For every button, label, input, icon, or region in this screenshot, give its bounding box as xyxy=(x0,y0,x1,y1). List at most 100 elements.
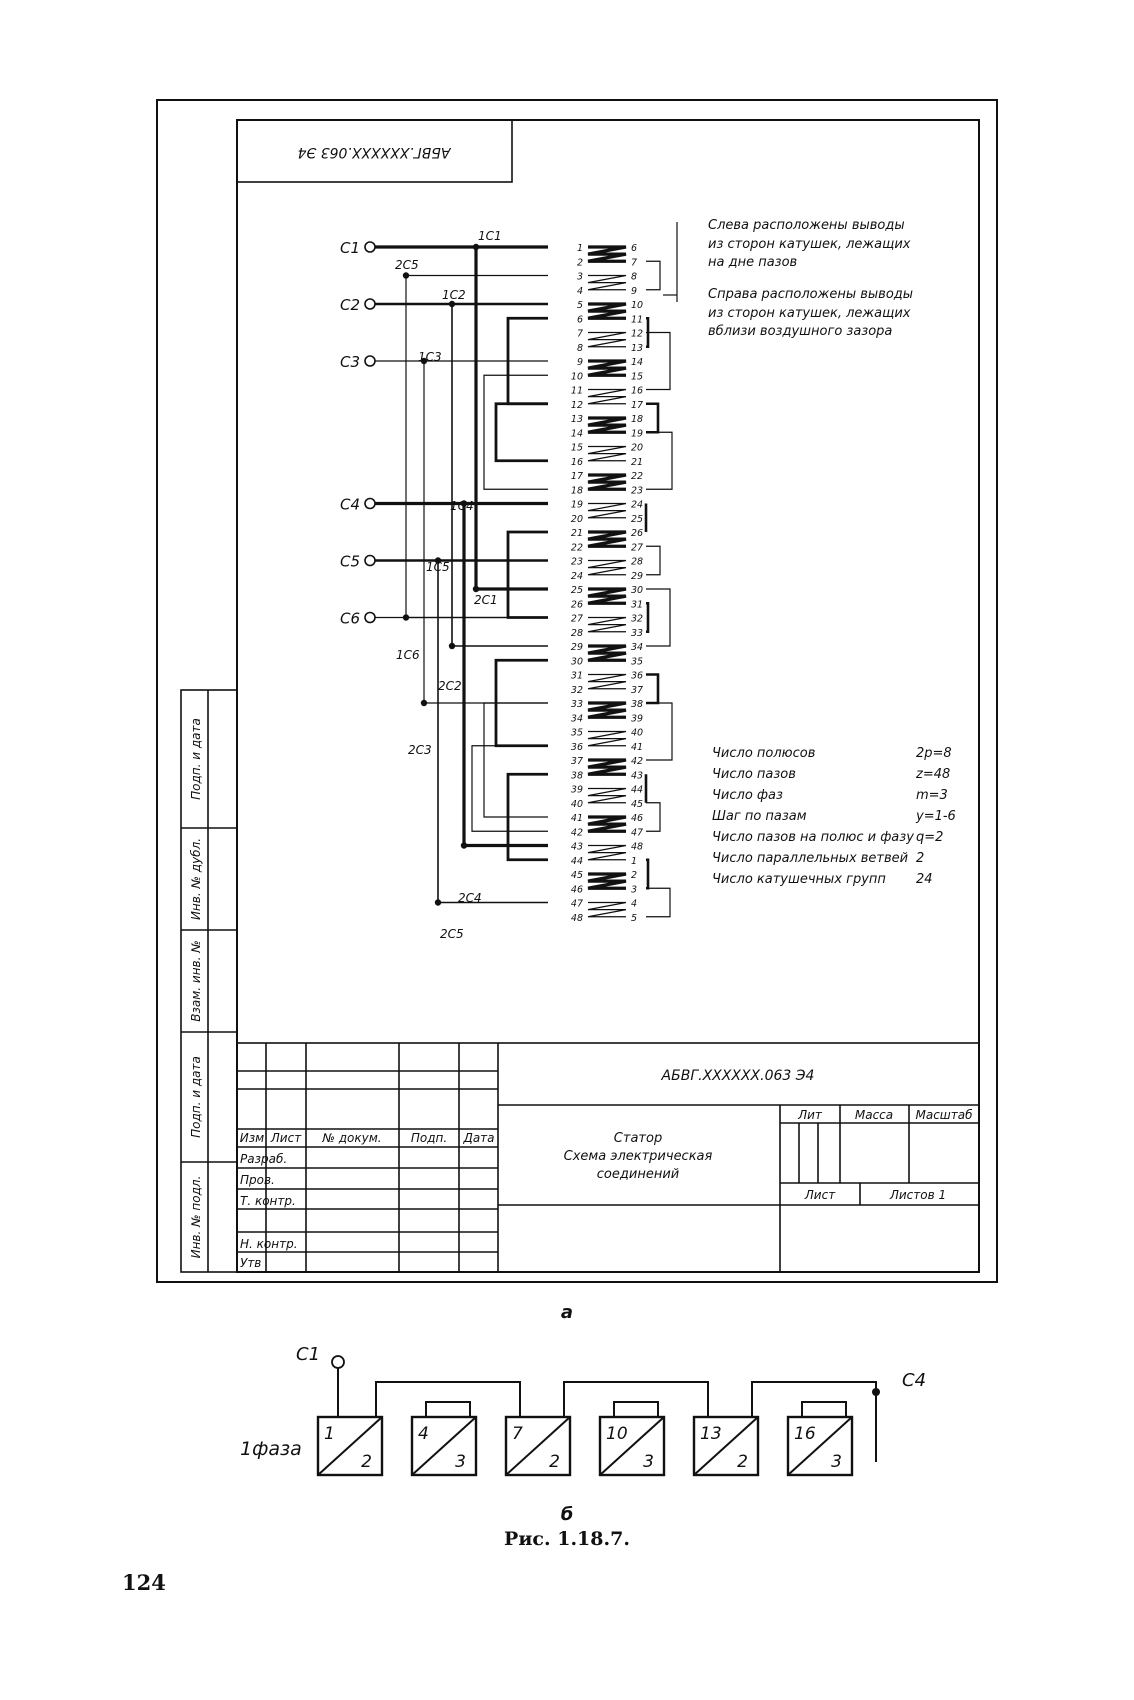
slot-right-label: 19 xyxy=(631,428,643,439)
param-value: z=48 xyxy=(915,767,950,782)
slot-left-label: 10 xyxy=(571,371,583,382)
coil-group xyxy=(587,644,627,662)
junction-dot xyxy=(420,357,428,365)
slot-left-label: 3 xyxy=(577,272,583,283)
side-margin-table xyxy=(180,689,238,1273)
slot-left-label: 19 xyxy=(571,500,583,511)
node-label: 2С5 xyxy=(440,927,464,941)
slot-left-label: 39 xyxy=(571,785,583,796)
phase-coil-top-number: 4 xyxy=(418,1424,429,1444)
right-jumper xyxy=(646,601,650,634)
slot-left-label: 48 xyxy=(571,913,583,924)
right-jumper xyxy=(646,545,661,576)
slot-right-label: 23 xyxy=(631,485,643,496)
slot-right-label: 33 xyxy=(631,628,643,639)
slot-left-label: 13 xyxy=(571,414,583,425)
slot-right-label: 43 xyxy=(631,770,643,781)
slot-labels: 1234567891011121314151617181920212223242… xyxy=(571,243,643,924)
phase-coil-bottom-number: 3 xyxy=(643,1452,654,1472)
slot-right-label: 37 xyxy=(631,685,643,696)
slot-right-label: 46 xyxy=(631,813,643,824)
slot-right-label: 36 xyxy=(631,671,643,682)
page-number: 124 xyxy=(122,1570,166,1595)
phase-coil-top-number: 10 xyxy=(606,1424,628,1444)
slot-right-label: 21 xyxy=(631,457,643,468)
slot-left-label: 47 xyxy=(571,899,583,910)
coil-group xyxy=(587,815,627,833)
phase-terminal-end: С4 xyxy=(902,1370,926,1391)
slot-right-label: 12 xyxy=(631,329,643,340)
slot-left-label: 46 xyxy=(571,884,583,895)
slot-right-label: 9 xyxy=(631,286,637,297)
coil-group xyxy=(587,901,627,918)
sub-label-a: а xyxy=(561,1302,573,1323)
slot-left-label: 40 xyxy=(571,799,583,810)
doc-title-1: Статор xyxy=(614,1131,662,1146)
slot-right-label: 45 xyxy=(631,799,643,810)
coil-group xyxy=(587,872,627,890)
slot-left-label: 31 xyxy=(571,671,583,682)
slot-left-label: 18 xyxy=(571,485,583,496)
note-right-3: вблизи воздушного зазора xyxy=(708,324,892,339)
slot-right-label: 7 xyxy=(631,257,637,268)
coil-group xyxy=(587,673,627,690)
right-jumper xyxy=(646,260,661,291)
doc-title-3: соединений xyxy=(597,1167,679,1182)
coil-group xyxy=(587,844,627,861)
note-left-2: из сторон катушек, лежащих xyxy=(708,237,911,252)
coil-group xyxy=(587,587,627,605)
slot-left-label: 11 xyxy=(571,386,583,397)
slot-right-label: 41 xyxy=(631,742,643,753)
slot-right-label: 28 xyxy=(631,557,643,568)
margin-label: Инв. № дубл. xyxy=(189,838,203,920)
node-label: 2С2 xyxy=(438,679,462,693)
slot-left-label: 20 xyxy=(571,514,583,525)
phase-coil-top-number: 16 xyxy=(794,1424,816,1444)
phase-wire xyxy=(613,1401,659,1417)
col-izm: Изм xyxy=(240,1131,264,1145)
slot-right-label: 5 xyxy=(631,913,637,924)
slot-left-label: 22 xyxy=(571,542,583,553)
slot-right-label: 8 xyxy=(631,272,637,283)
cell-lit: Лит xyxy=(797,1108,823,1122)
left-jumper xyxy=(483,374,548,490)
left-jumper xyxy=(494,402,548,463)
coil-group xyxy=(587,245,627,263)
parameters-table: Число полюсов 2p=8 Число пазов z=48 Числ… xyxy=(712,746,956,887)
slot-left-label: 26 xyxy=(571,599,583,610)
slot-left-label: 7 xyxy=(577,329,583,340)
slot-left-label: 33 xyxy=(571,699,583,710)
slot-right-label: 34 xyxy=(631,642,643,653)
coil-group xyxy=(587,787,627,804)
role-utv: Утв xyxy=(240,1256,261,1270)
slot-left-label: 21 xyxy=(571,528,583,539)
slot-right-label: 22 xyxy=(631,471,643,482)
col-list: Лист xyxy=(270,1131,302,1145)
margin-label: Подп. и дата xyxy=(189,1056,203,1138)
phase-wire xyxy=(751,1381,877,1462)
param-label: Число фаз xyxy=(712,788,783,803)
slot-right-label: 35 xyxy=(631,656,643,667)
phase-coil-diagonal xyxy=(787,1416,853,1476)
cell-scale: Масштаб xyxy=(915,1108,973,1122)
terminal-label: С4 xyxy=(340,496,360,514)
phase-coil-diagonal xyxy=(693,1416,759,1476)
sub-label-b: б xyxy=(561,1504,574,1525)
slot-left-label: 1 xyxy=(577,243,583,254)
terminal-marker xyxy=(364,298,376,310)
right-jumper xyxy=(646,331,671,391)
junction-dot xyxy=(472,243,480,251)
param-value: y=1-6 xyxy=(915,809,956,824)
right-jumper xyxy=(646,887,671,918)
param-label: Число параллельных ветвей xyxy=(712,851,908,866)
slot-right-label: 39 xyxy=(631,713,643,724)
phase-wire xyxy=(375,1381,521,1417)
terminal-marker xyxy=(364,611,376,624)
phase-coil-box xyxy=(786,1415,854,1477)
role-nkontr: Н. контр. xyxy=(240,1237,298,1251)
slot-left-label: 38 xyxy=(571,770,583,781)
slot-left-label: 6 xyxy=(577,314,583,325)
col-sign: Подп. xyxy=(411,1131,447,1145)
phase-coil-diagonal xyxy=(411,1416,477,1476)
right-jumper xyxy=(646,673,660,705)
